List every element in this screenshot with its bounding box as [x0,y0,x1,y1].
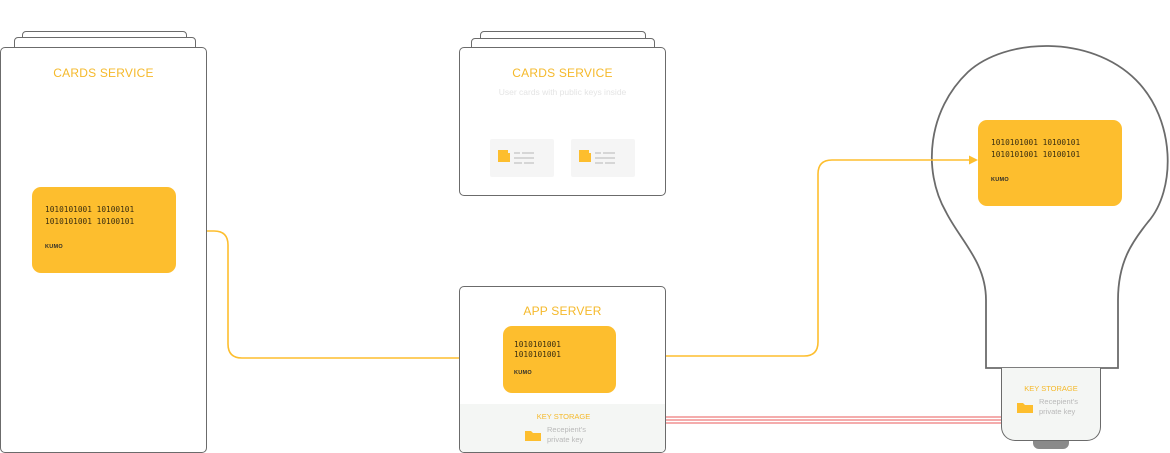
card-thumbnail-icon [498,150,534,164]
key-folder-icon [525,431,541,441]
card-bulb[interactable]: 1010101001 10100101 1010101001 10100101 … [978,120,1122,206]
key-storage-server-line2: private key [547,435,584,444]
lightbulb-outline [930,45,1169,369]
public-card-thumbnail-2 [571,139,635,177]
cards-service-left-title: CARDS SERVICE [53,66,154,80]
card-left-logo: KUMO [45,244,64,250]
key-storage-server-title: KEY STORAGE [536,412,591,421]
card-server-bits-2: 1010101001 [514,350,561,359]
card-thumbnail-icon [579,150,615,164]
cards-service-center: CARDS SERVICE User cards with public key… [459,47,666,196]
card-bulb-bits-1: 1010101001 10100101 [991,138,1081,147]
key-storage-bulb-line1: Recepient's [1039,397,1078,406]
key-storage-server: KEY STORAGE Recepient's private key [460,404,665,452]
arrow-head-bulb [969,155,978,165]
public-card-thumbnail-1 [490,139,554,177]
key-storage-bulb-title: KEY STORAGE [1024,384,1078,393]
card-server-bits-1: 1010101001 [514,340,561,349]
app-server-title: APP SERVER [523,304,602,318]
bulb-tip [1033,441,1069,449]
key-folder-icon [1017,403,1033,413]
card-server[interactable]: 1010101001 1010101001 KUMO [503,326,616,393]
bulb-base: KEY STORAGE Recepient's private key [1001,368,1101,441]
card-left[interactable]: 1010101001 10100101 1010101001 10100101 … [32,187,176,273]
cards-service-center-subtitle: User cards with public keys inside [498,87,627,97]
cards-service-center-title: CARDS SERVICE [512,66,613,80]
card-bulb-bits-2: 1010101001 10100101 [991,150,1081,159]
key-storage-server-line1: Recepient's [547,425,586,434]
arrow-left-to-server [176,230,500,359]
key-storage-bulb-line2: private key [1039,407,1076,416]
card-server-logo: KUMO [514,370,533,376]
card-left-bits-2: 1010101001 10100101 [45,217,135,226]
arrow-server-to-bulb [616,159,975,357]
card-bulb-logo: KUMO [991,177,1010,183]
card-left-bits-1: 1010101001 10100101 [45,205,135,214]
